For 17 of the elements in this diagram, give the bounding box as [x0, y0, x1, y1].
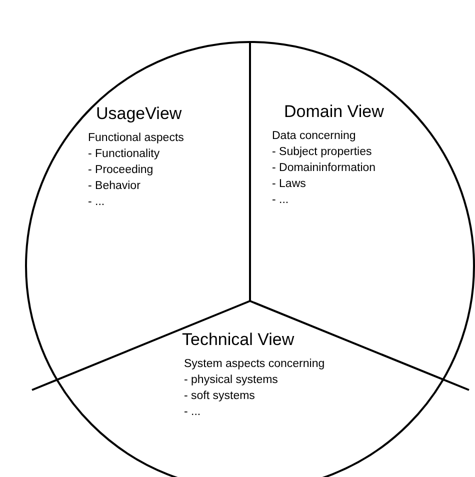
list-item: - Behavior [88, 179, 142, 194]
view-description: Data concerning [272, 129, 357, 144]
view-description: System aspects concerning [184, 357, 325, 372]
view-heading: UsageView [96, 104, 183, 124]
list-item: - Domaininformation [272, 161, 377, 176]
view-heading: Domain View [284, 102, 384, 122]
list-item: - ... [272, 193, 290, 208]
list-item: - physical systems [184, 373, 279, 388]
view-description: Functional aspects [88, 131, 184, 146]
list-item: - Functionality [88, 147, 161, 162]
list-item: - ... [88, 195, 106, 210]
list-item: - Subject properties [272, 145, 373, 160]
view-heading: Technical View [182, 330, 296, 350]
list-item: - Proceeding [88, 163, 154, 178]
list-item: - soft systems [184, 389, 256, 404]
list-item: - ... [184, 405, 202, 420]
list-item: - Laws [272, 177, 307, 192]
